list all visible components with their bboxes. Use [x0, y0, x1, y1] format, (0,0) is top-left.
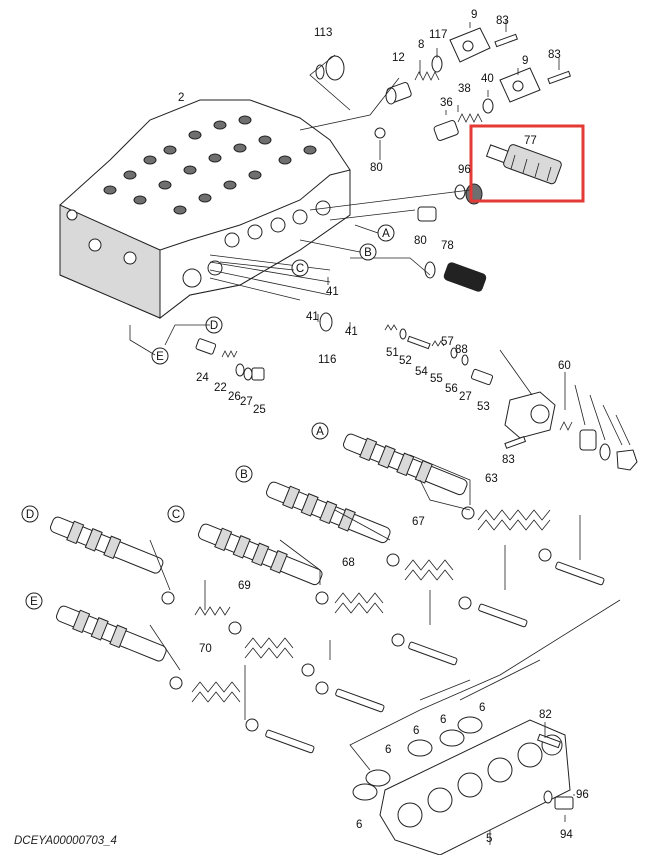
- label-12: 12: [392, 52, 405, 64]
- valve-body: [59, 99, 351, 320]
- label-24: 24: [196, 372, 209, 384]
- label-25: 25: [253, 404, 266, 416]
- label-5: 5: [486, 833, 492, 845]
- part-labels: 2 113 12 8 117 9 83 9 83 40 38 36 80 96 …: [178, 9, 589, 845]
- callout-A2: A: [311, 422, 329, 440]
- label-38: 38: [458, 83, 471, 95]
- label-9a: 9: [471, 9, 477, 21]
- label-6c: 6: [440, 714, 446, 726]
- upper-parts: [299, 20, 572, 292]
- drawing-code: DCEYA00000703_4: [14, 835, 117, 847]
- label-82: 82: [539, 709, 552, 721]
- label-53: 53: [477, 401, 490, 413]
- callout-E: E: [151, 347, 169, 365]
- label-83a: 83: [496, 15, 509, 27]
- label-117: 117: [429, 29, 447, 41]
- label-78: 78: [441, 240, 454, 252]
- label-116: 116: [318, 354, 336, 366]
- label-83b: 83: [548, 49, 561, 61]
- label-80b: 80: [414, 235, 427, 247]
- label-96a: 96: [458, 164, 471, 176]
- highlight-box-77: [469, 124, 585, 203]
- svg-text:B: B: [240, 469, 248, 481]
- svg-text:C: C: [296, 263, 304, 275]
- label-54: 54: [415, 366, 428, 378]
- svg-text:A: A: [382, 228, 390, 240]
- callout-E2: E: [25, 592, 43, 610]
- label-6b: 6: [413, 725, 419, 737]
- label-60: 60: [558, 360, 571, 372]
- label-41a: 41: [326, 286, 339, 298]
- label-26: 26: [228, 391, 241, 403]
- label-41b: 41: [306, 311, 319, 323]
- solenoid-valve-77: [465, 144, 562, 205]
- label-40: 40: [481, 73, 494, 85]
- label-56: 56: [445, 383, 458, 395]
- label-6a: 6: [385, 744, 391, 756]
- label-96b: 96: [576, 789, 589, 801]
- label-70: 70: [199, 643, 212, 655]
- label-80a: 80: [370, 162, 383, 174]
- label-68: 68: [342, 557, 355, 569]
- svg-text:D: D: [26, 509, 34, 521]
- label-83c: 83: [502, 454, 515, 466]
- label-6d: 6: [479, 702, 485, 714]
- solenoid-valve-78: [424, 261, 487, 292]
- label-69: 69: [238, 580, 251, 592]
- label-8: 8: [418, 39, 424, 51]
- seats-bolts: [161, 506, 605, 754]
- label-77: 77: [524, 135, 537, 147]
- callout-B2: B: [235, 465, 253, 483]
- springs: [191, 509, 551, 703]
- cover-5: [352, 716, 575, 855]
- label-9b: 9: [522, 55, 528, 67]
- label-55: 55: [430, 373, 443, 385]
- label-41c: 41: [345, 326, 358, 338]
- label-57: 57: [441, 336, 454, 348]
- svg-text:D: D: [210, 320, 218, 332]
- callout-D2: D: [21, 505, 39, 523]
- label-52: 52: [399, 355, 412, 367]
- label-6e: 6: [356, 819, 362, 831]
- svg-text:C: C: [172, 509, 180, 521]
- label-36: 36: [440, 97, 453, 109]
- svg-text:B: B: [364, 247, 372, 259]
- label-2: 2: [178, 92, 184, 104]
- callout-B: B: [359, 243, 377, 261]
- small-parts: [195, 277, 494, 386]
- label-51: 51: [386, 347, 399, 359]
- callout-C: C: [291, 259, 309, 277]
- label-27b: 27: [240, 396, 253, 408]
- spools: [50, 433, 468, 662]
- label-27a: 27: [459, 391, 472, 403]
- label-88: 88: [455, 344, 468, 356]
- label-67: 67: [412, 516, 425, 528]
- svg-text:E: E: [156, 351, 164, 363]
- label-94: 94: [560, 829, 573, 841]
- svg-text:E: E: [30, 596, 38, 608]
- callout-A: A: [377, 224, 395, 242]
- part-60-assembly: [499, 349, 638, 471]
- svg-text:A: A: [316, 426, 324, 438]
- label-22: 22: [214, 382, 227, 394]
- label-63: 63: [485, 473, 498, 485]
- callout-C2: C: [167, 505, 185, 523]
- label-113: 113: [314, 27, 332, 39]
